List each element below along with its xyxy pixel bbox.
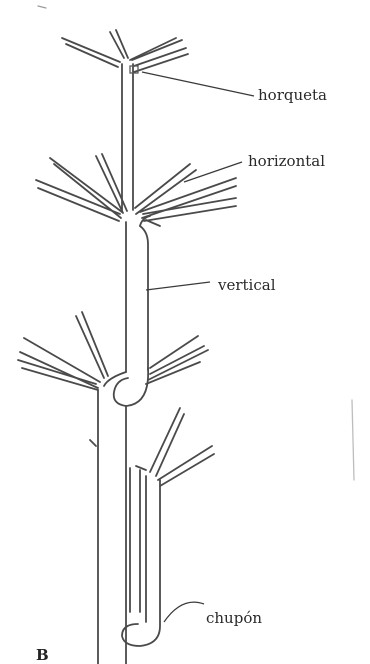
scan-artifacts xyxy=(38,6,354,480)
upper-trunk xyxy=(122,64,138,212)
label-chupon: chupón xyxy=(206,609,262,627)
lower-trunk xyxy=(90,390,126,664)
label-vertical: vertical xyxy=(217,276,276,294)
label-horqueta: horqueta xyxy=(258,86,327,104)
vertical-base-curve xyxy=(104,368,148,406)
leader-lines xyxy=(142,72,254,622)
label-horizontal: horizontal xyxy=(248,152,325,170)
top-tier-branches xyxy=(62,30,188,72)
middle-trunk xyxy=(126,216,150,372)
panel-letter: B xyxy=(36,646,49,664)
chupon-sucker-shoot xyxy=(122,408,214,646)
middle-tier-branches xyxy=(36,154,236,226)
